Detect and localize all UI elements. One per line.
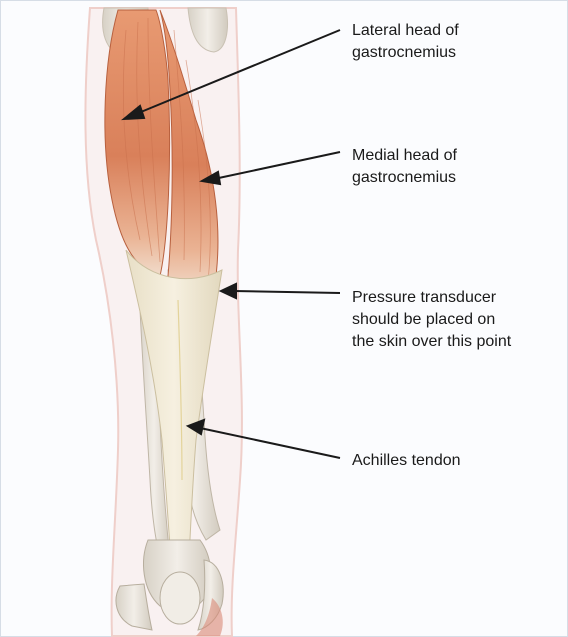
label-achilles-tendon: Achilles tendon [352, 450, 461, 472]
label-medial-head: Medial head of gastrocnemius [352, 145, 457, 189]
label-lateral-head: Lateral head of gastrocnemius [352, 20, 459, 64]
label-pressure-point: Pressure transducer should be placed on … [352, 287, 511, 353]
calcaneus [160, 572, 200, 624]
arrow-pressure-line [234, 291, 340, 293]
